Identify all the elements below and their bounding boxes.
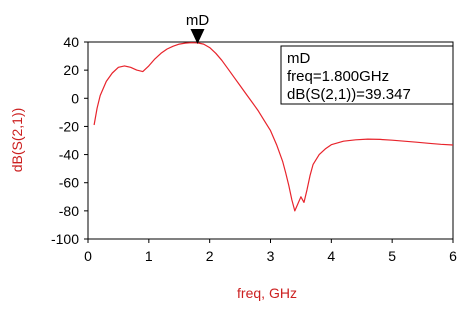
x-tick-label: 6	[449, 248, 457, 264]
x-axis-title: freq, GHz	[237, 285, 297, 301]
marker-group: mD	[186, 12, 209, 44]
marker-triangle-icon[interactable]	[190, 29, 205, 44]
x-tick-label: 5	[388, 248, 396, 264]
y-tick-label: -40	[59, 147, 79, 163]
y-axis-title: dB(S(2,1))	[9, 108, 25, 173]
readout-line-freq: freq=1.800GHz	[287, 68, 389, 85]
marker-readout: mD freq=1.800GHz dB(S(2,1))=39.347	[280, 45, 454, 105]
y-tick-label: -20	[59, 118, 79, 134]
series-line-s21	[93, 42, 454, 212]
y-tick-label: 20	[63, 62, 79, 78]
y-axis-ticks: 40 20 0 -20 -40 -60 -80 -100	[51, 34, 88, 247]
x-tick-label: 2	[206, 248, 214, 264]
x-tick-label: 3	[267, 248, 275, 264]
y-tick-label: -100	[51, 231, 79, 247]
marker-label: mD	[186, 12, 209, 29]
readout-line-marker: mD	[287, 50, 310, 67]
y-tick-label: -60	[59, 175, 79, 191]
x-tick-label: 0	[84, 248, 92, 264]
y-tick-label: -80	[59, 203, 79, 219]
x-tick-label: 1	[145, 248, 153, 264]
y-tick-label: 0	[71, 90, 79, 106]
marker-readout-box	[280, 45, 454, 105]
series-group	[93, 42, 454, 212]
y-tick-label: 40	[63, 34, 79, 50]
x-tick-label: 4	[327, 248, 335, 264]
x-axis-ticks: 0 1 2 3 4 5 6	[84, 239, 457, 264]
readout-line-value: dB(S(2,1))=39.347	[287, 86, 411, 103]
